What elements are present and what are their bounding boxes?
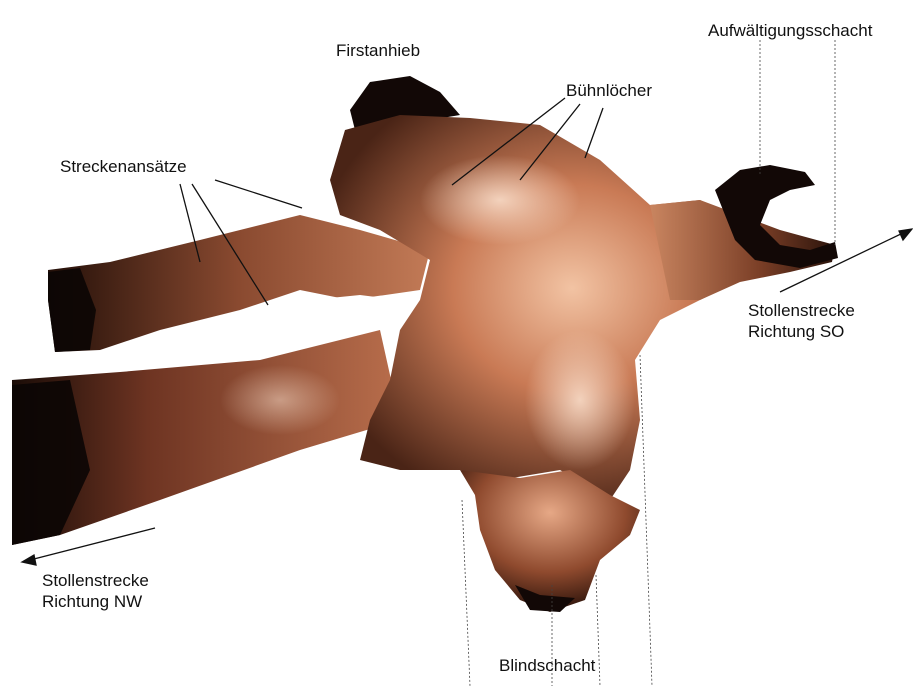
chamber-highlight-3 [220,365,340,435]
label-stollenstrecke-so: Stollenstrecke Richtung SO [748,300,855,342]
label-blindschacht: Blindschacht [499,655,595,676]
label-nw-line1: Stollenstrecke [42,570,149,591]
label-nw-line2: Richtung NW [42,591,149,612]
label-so-line1: Stollenstrecke [748,300,855,321]
label-aufwaeltigungsschacht: Aufwältigungsschacht [708,20,872,41]
label-buehnloecher: Bühnlöcher [566,80,652,101]
label-streckenansaetze: Streckenansätze [60,156,187,177]
label-stollenstrecke-nw: Stollenstrecke Richtung NW [42,570,149,612]
label-firstanhieb: Firstanhieb [336,40,420,61]
chamber-highlight-1 [420,155,580,245]
label-so-line2: Richtung SO [748,321,855,342]
chamber-highlight-2 [525,330,635,470]
